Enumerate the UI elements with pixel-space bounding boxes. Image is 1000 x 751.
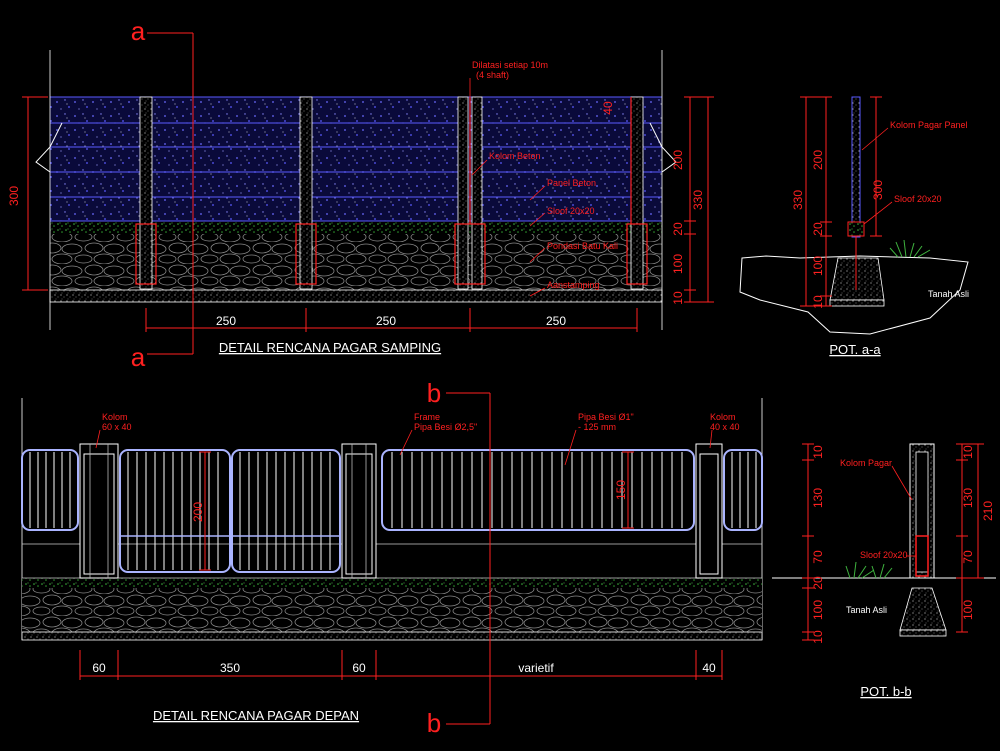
section-mark-b-bottom: b <box>427 708 441 738</box>
fence-frames <box>21 449 763 573</box>
section-mark-b-top: b <box>427 378 441 408</box>
fence-balusters <box>29 452 757 570</box>
side-elevation: 300 250 250 250 200 330 20 100 10 40 <box>7 16 714 372</box>
dim-40: 40 <box>702 661 716 675</box>
aa-sloof-label: Sloof 20x20 <box>894 194 942 204</box>
section-mark-a-top: a <box>131 16 146 46</box>
side-elevation-title: DETAIL RENCANA PAGAR SAMPING <box>219 340 441 355</box>
bb-grass <box>845 561 893 579</box>
bb-right-dim-10: 10 <box>961 445 975 459</box>
front-sloof-band <box>22 578 762 588</box>
dim-200: 200 <box>671 150 685 170</box>
spacing-dim-3: 250 <box>546 314 566 328</box>
aa-dim-20: 20 <box>811 222 825 236</box>
frame-size-label: Pipa Besi Ø2,5" <box>414 422 477 432</box>
sloof-band <box>50 222 662 234</box>
tanah-asli-label: Tanah Asli <box>928 289 969 299</box>
gate-columns <box>79 443 723 579</box>
dim-varietif: varietif <box>518 661 554 675</box>
bb-right-dim-210: 210 <box>981 501 995 521</box>
section-bb-title: POT. b-b <box>860 684 911 699</box>
pipa-spacing-label: - 125 mm <box>578 422 616 432</box>
bb-right-dim-100: 100 <box>961 600 975 620</box>
bb-right-dim-130: 130 <box>961 488 975 508</box>
bb-dim-10-bottom: 10 <box>811 630 825 644</box>
kolom-pagar-panel-label: Kolom Pagar Panel <box>890 120 968 130</box>
panel-column <box>851 96 861 238</box>
panel-beton-label: Panel Beton <box>547 178 596 188</box>
kolom-left-label: Kolom <box>102 412 128 422</box>
bb-dim-130: 130 <box>811 488 825 508</box>
aa-dim-330: 330 <box>791 190 805 210</box>
dilatasi-sub-label: (4 shaft) <box>476 70 509 80</box>
dim-100: 100 <box>671 254 685 274</box>
dim-60-left: 60 <box>92 661 106 675</box>
foundation-trapezoid <box>829 257 885 301</box>
dim-330: 330 <box>691 190 705 210</box>
sloof-section <box>847 221 865 237</box>
grass-tuft <box>889 239 931 258</box>
kolom-right-size: 40 x 40 <box>710 422 740 432</box>
dim-10: 10 <box>671 291 685 305</box>
bb-foundation <box>899 587 947 631</box>
left-height-dim: 300 <box>7 186 21 206</box>
aa-dim-100: 100 <box>811 256 825 276</box>
dim-60-right: 60 <box>352 661 366 675</box>
bb-dim-10-top: 10 <box>811 445 825 459</box>
panel-height-dim: 150 <box>614 480 628 500</box>
kolom-right-label: Kolom <box>710 412 736 422</box>
kolom-beton-label: Kolom Beton <box>489 151 541 161</box>
pondasi-label: Pondasi Batu Kali <box>547 241 618 251</box>
bb-sloof-label: Sloof 20x20 <box>860 550 908 560</box>
front-stone-foundation <box>22 588 762 632</box>
spacing-dim-2: 250 <box>376 314 396 328</box>
section-aa: 200 330 300 20 100 10 Kolom Pagar Panel … <box>739 96 969 357</box>
section-aa-title: POT. a-a <box>829 342 881 357</box>
aa-dim-300: 300 <box>871 180 885 200</box>
pipa-label: Pipa Besi Ø1" <box>578 412 634 422</box>
front-elevation: 200 150 Kolom 60 x 40 Frame Pipa Besi Ø2… <box>21 378 763 738</box>
dilatasi-label: Dilatasi setiap 10m <box>472 60 548 70</box>
gate-height-dim: 200 <box>191 502 205 522</box>
bb-tanah-asli-label: Tanah Asli <box>846 605 887 615</box>
bb-dim-20: 20 <box>811 576 825 590</box>
bb-dim-100: 100 <box>811 600 825 620</box>
section-mark-a-bottom: a <box>131 342 146 372</box>
lean-concrete <box>49 289 663 303</box>
column-rebar <box>135 97 648 285</box>
bb-right-dim-70: 70 <box>961 550 975 564</box>
section-bb: 10 130 70 20 100 10 10 130 210 70 100 Ko… <box>772 443 996 699</box>
concrete-columns <box>139 96 644 290</box>
dim-350: 350 <box>220 661 240 675</box>
frame-label: Frame <box>414 412 440 422</box>
aa-dim-200: 200 <box>811 150 825 170</box>
aa-dim-10: 10 <box>811 295 825 309</box>
kolom-pagar-label: Kolom Pagar <box>840 458 892 468</box>
bb-dim-70: 70 <box>811 550 825 564</box>
kolom-left-size: 60 x 40 <box>102 422 132 432</box>
aanstamping-label: Aanstamping <box>547 280 600 290</box>
dim-40: 40 <box>601 101 615 115</box>
sloof-label: Sloof 20x20 <box>547 206 595 216</box>
spacing-dim-1: 250 <box>216 314 236 328</box>
front-lean-concrete <box>21 631 763 641</box>
front-elevation-title: DETAIL RENCANA PAGAR DEPAN <box>153 708 359 723</box>
dim-20: 20 <box>671 222 685 236</box>
